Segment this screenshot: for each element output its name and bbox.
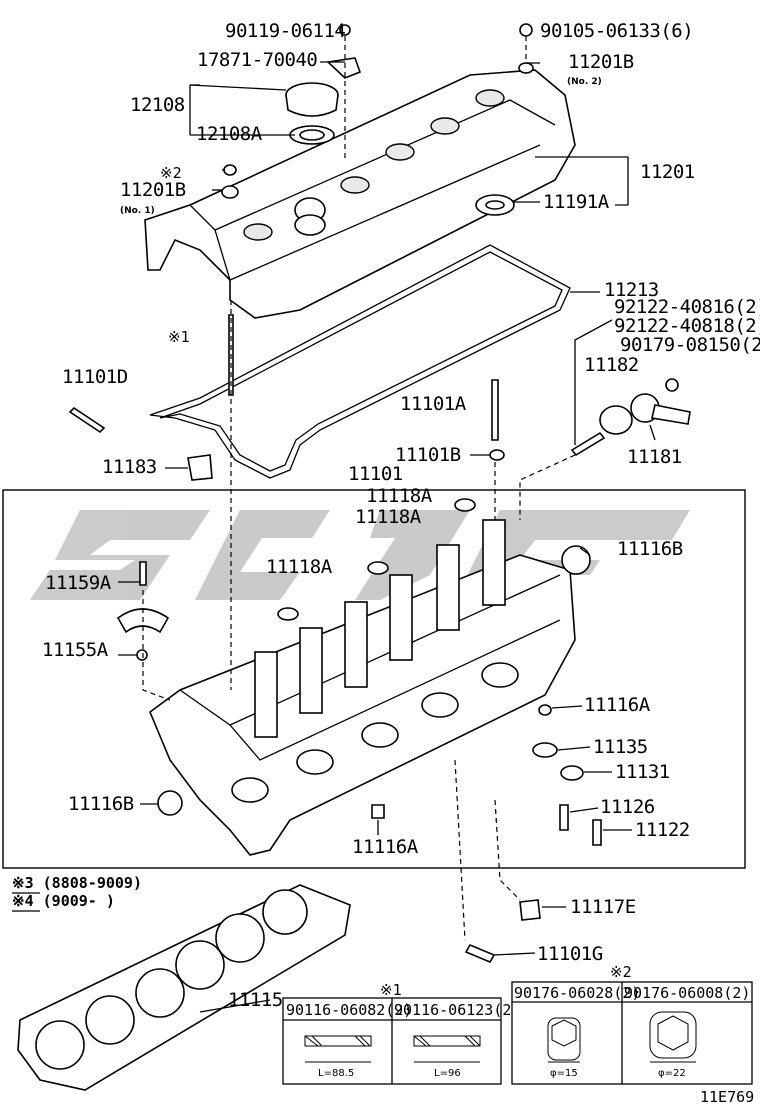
label-11101B: 11101B <box>395 444 461 466</box>
label-11101: 11101 <box>348 463 403 485</box>
label-11101G: 11101G <box>537 943 603 965</box>
stud-11101G <box>464 943 496 964</box>
label-11118A-2: 11118A <box>355 506 422 528</box>
label-mark2-small: ※2 <box>160 164 182 182</box>
label-11181: 11181 <box>627 446 682 468</box>
plug-11116A-bottom <box>371 804 385 819</box>
table2-col2-part: 90176-06008(2) <box>624 984 750 1002</box>
label-11155A: 11155A <box>42 639 109 661</box>
label-11183: 11183 <box>102 456 157 478</box>
seal-11118A-2 <box>367 561 389 575</box>
label-11116A-right: 11116A <box>584 694 651 716</box>
head-gasket <box>17 884 351 1091</box>
label-11118A-3: 11118A <box>266 556 333 578</box>
label-11159A: 11159A <box>45 572 112 594</box>
seal-11135 <box>532 742 558 758</box>
figure-code: 11E769 <box>700 1088 754 1106</box>
label-11117E: 11117E <box>570 896 636 918</box>
table1-col1-part: 90116-06082(2) <box>286 1001 412 1019</box>
label-11126: 11126 <box>600 796 655 818</box>
table-mark1: ※1 90116-06082(2) 90116-06123(2) L=88.5 … <box>282 981 520 1085</box>
intake-ports <box>231 662 519 803</box>
label-11118A-1: 11118A <box>366 485 433 507</box>
label-mark1-small: ※1 <box>168 328 190 346</box>
bolt-90119 <box>339 24 351 36</box>
sensor-parts <box>570 378 691 457</box>
cylinder-head-group-box <box>2 489 746 869</box>
label-11201B-no2: 11201B <box>568 51 634 73</box>
grommet-no1 <box>221 185 239 199</box>
camshaft-bearing-towers <box>254 519 506 738</box>
note-mark3: ※3 (8808-9009) <box>12 874 142 892</box>
pin-11155A <box>136 649 148 661</box>
label-no2: (No. 2) <box>567 77 602 87</box>
bolt-90105 <box>519 23 533 37</box>
label-11122: 11122 <box>635 819 690 841</box>
seal-11131 <box>560 765 584 781</box>
grommet-no2 <box>518 62 534 74</box>
bolt-11159A <box>139 561 147 586</box>
table-mark2: ※2 90176-06028(2) 90176-06008(2) φ=15 φ=… <box>511 963 753 1085</box>
leader-lines <box>118 61 656 1013</box>
label-11182: 11182 <box>584 354 639 376</box>
label-11116B-right: 11116B <box>617 538 683 560</box>
label-no1: (No. 1) <box>120 206 155 216</box>
plug-11116B-right <box>561 545 591 575</box>
valve-cover-drawing <box>144 69 576 319</box>
label-11213: 11213 <box>604 279 659 301</box>
label-11116B-left: 11116B <box>68 793 134 815</box>
label-11131: 11131 <box>615 761 670 783</box>
label-12108: 12108 <box>130 94 185 116</box>
table2-col1-dim: φ=15 <box>550 1068 578 1079</box>
label-17871: 17871-70040 <box>197 49 317 71</box>
label-11201: 11201 <box>640 161 695 183</box>
label-11115: 11115 <box>228 989 283 1011</box>
label-11101D: 11101D <box>62 366 128 388</box>
stud-11101D <box>68 406 106 434</box>
oil-filler-cap <box>285 82 339 145</box>
guide-11122 <box>592 819 602 846</box>
table1-col1-dim: L=88.5 <box>318 1068 354 1079</box>
label-11101A: 11101A <box>400 393 467 415</box>
label-90105: 90105-06133(6) <box>540 20 693 42</box>
label-11135: 11135 <box>593 736 648 758</box>
table2-col1-part: 90176-06028(2) <box>514 984 640 1002</box>
seal-washer <box>475 194 515 216</box>
table1-col2-part: 90116-06123(2) <box>394 1001 520 1019</box>
alignment-dashes <box>142 36 576 941</box>
table1-col2-dim: L=96 <box>434 1068 461 1079</box>
plug-11116B-left <box>157 790 183 816</box>
label-11116A-bottom: 11116A <box>352 836 419 858</box>
label-12108A: 12108A <box>196 123 263 145</box>
table2-col2-dim: φ=22 <box>658 1068 686 1079</box>
label-90119: 90119-06114 <box>225 20 345 42</box>
label-11191A: 11191A <box>543 191 610 213</box>
label-92122-b: 92122-40818(2) <box>614 315 760 337</box>
seal-11118A-1 <box>454 498 476 512</box>
plug-11117E <box>519 899 541 921</box>
note-mark4: ※4 (9009- ) <box>12 892 115 910</box>
bracket-17871 <box>326 57 362 79</box>
clip-11183 <box>187 454 213 481</box>
label-92122-a: 92122-40816(2) <box>614 296 760 318</box>
plug-11116A-right <box>538 704 552 716</box>
label-90179: 90179-08150(2) <box>620 334 760 356</box>
note-underlines <box>12 892 40 912</box>
nut-mark2 <box>223 164 237 176</box>
washer-11101B <box>489 449 505 461</box>
label-11201B-no1: 11201B <box>120 179 186 201</box>
watermark-logo <box>30 510 690 600</box>
seal-11118A-3 <box>277 607 299 621</box>
stud-11101A <box>491 379 499 441</box>
cylinder-head-drawing <box>149 519 576 856</box>
guide-11126 <box>559 804 569 831</box>
valve-cover-gasket <box>149 244 571 479</box>
table1-mark: ※1 <box>380 981 402 999</box>
table2-mark: ※2 <box>610 963 632 981</box>
